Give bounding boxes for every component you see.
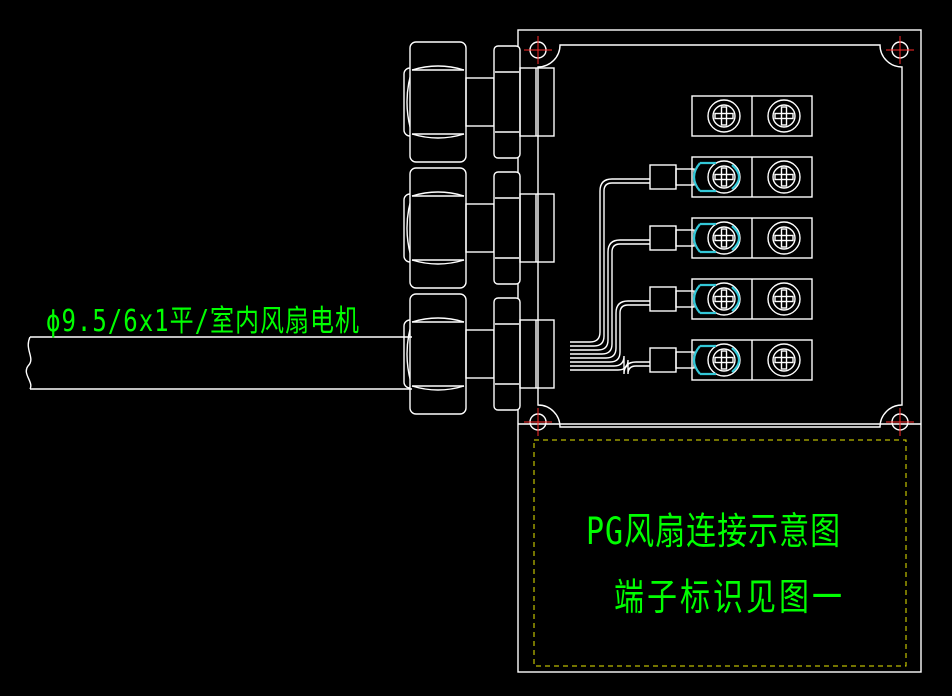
- terminal-screw-icon: [707, 221, 741, 255]
- gland-lock-nut: [493, 171, 521, 285]
- wire-edge: [570, 304, 650, 363]
- cable-gland: [403, 41, 555, 163]
- diagram-subtitle: 端子标识见图一: [614, 576, 845, 620]
- gland-lock-nut: [493, 45, 521, 159]
- wire-edge: [570, 243, 650, 355]
- cable-gland: [403, 167, 555, 289]
- wires: [570, 178, 650, 375]
- cable-break-mark: [25, 336, 32, 390]
- corner-holes: [524, 36, 914, 436]
- gland-lock-nut: [493, 297, 521, 411]
- gland-hex-nut: [409, 293, 467, 415]
- corner-hole-top-right: [886, 36, 914, 64]
- wire: [570, 178, 650, 343]
- gland-hex-nut: [409, 167, 467, 289]
- inner-cover: [537, 44, 903, 428]
- cable-label: ϕ9.5/6x1平/室内风扇电机: [46, 303, 361, 339]
- wire-edge: [570, 182, 650, 347]
- ring-lug: [649, 283, 741, 315]
- terminal-block: [649, 95, 813, 381]
- terminal-screw-icon: [767, 282, 801, 316]
- terminal-screw-icon: [707, 99, 741, 133]
- wire: [570, 355, 650, 375]
- terminal-row: [649, 217, 813, 259]
- cable-glands: [403, 41, 555, 415]
- ring-lug: [649, 161, 741, 193]
- terminal-row: [691, 95, 813, 137]
- wire: [570, 300, 650, 359]
- gland-hex-nut: [409, 41, 467, 163]
- corner-hole-top-left: [524, 36, 552, 64]
- ring-lug: [649, 344, 741, 376]
- wire: [570, 239, 650, 351]
- ring-lug: [649, 222, 741, 254]
- lower-hidden-outline: [533, 439, 907, 667]
- terminal-row: [649, 339, 813, 381]
- wire-edge: [570, 359, 650, 375]
- terminal-screw-icon: [767, 160, 801, 194]
- corner-hole-bottom-left: [524, 408, 552, 436]
- terminal-screw-icon: [767, 343, 801, 377]
- terminal-screw-icon: [767, 99, 801, 133]
- corner-hole-bottom-right: [886, 408, 914, 436]
- cable: [25, 336, 412, 390]
- diagram-title: PG风扇连接示意图: [586, 510, 842, 554]
- terminal-row: [649, 156, 813, 198]
- terminal-row: [649, 278, 813, 320]
- terminal-screw-icon: [767, 221, 801, 255]
- cable-gland: [403, 293, 555, 415]
- terminal-screw-icon: [707, 343, 741, 377]
- terminal-screw-icon: [707, 160, 741, 194]
- terminal-screw-icon: [707, 282, 741, 316]
